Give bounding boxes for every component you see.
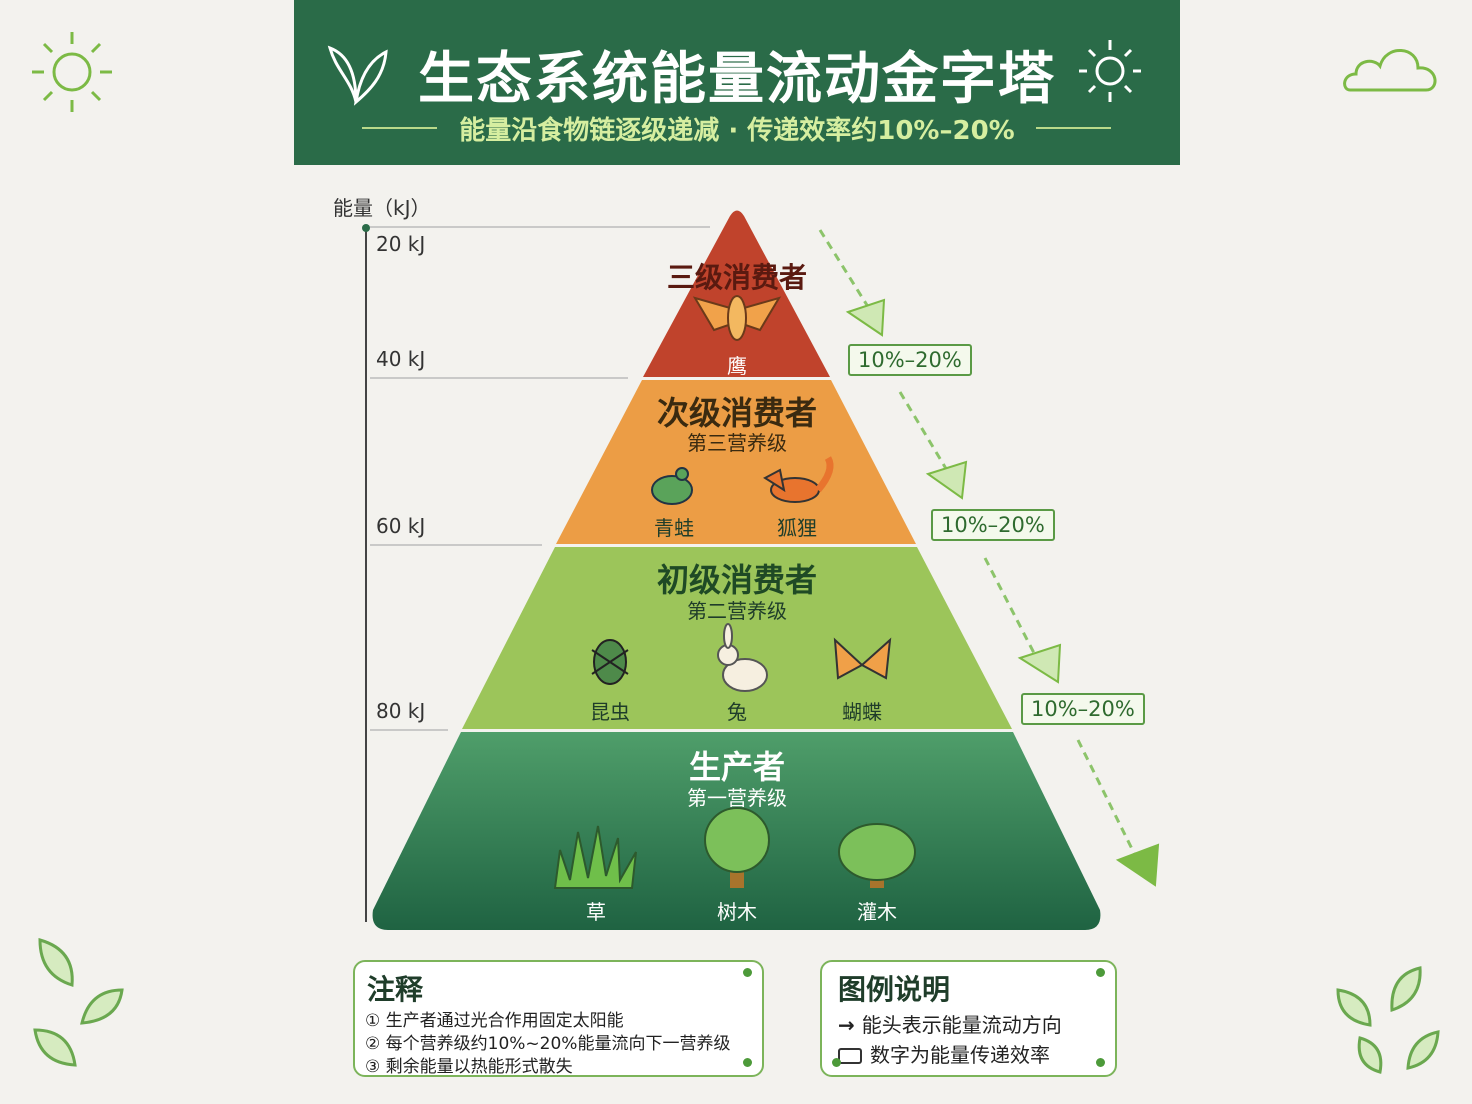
tier-subtitle: 第一营养级 xyxy=(687,786,787,810)
note-item: ③ 剩余能量以热能形式散失 xyxy=(365,1057,573,1077)
notes-title: 注释 xyxy=(367,973,424,1006)
decor-dot xyxy=(1096,968,1105,977)
y-tick: 20 kJ xyxy=(376,232,426,256)
tier-title: 三级消费者 xyxy=(666,261,807,294)
organism-label: 青蛙 xyxy=(654,516,694,540)
beetle-icon xyxy=(591,639,629,685)
fox-icon xyxy=(763,456,834,503)
leaves-decoration-icon xyxy=(33,938,124,1067)
arrow-head-icon xyxy=(1017,643,1062,684)
efficiency-badge: 10%–20% xyxy=(1021,693,1145,725)
decor-dot xyxy=(1096,1058,1105,1067)
rabbit-icon xyxy=(717,623,768,692)
page-subtitle: 能量沿食物链逐级递减 · 传递效率约10%–20% xyxy=(459,116,1015,146)
square-icon xyxy=(838,1048,862,1064)
arrow-head-icon xyxy=(925,460,968,500)
eagle-icon xyxy=(692,295,782,341)
cloud-icon xyxy=(1343,49,1437,92)
organism-label: 草 xyxy=(586,900,606,924)
note-item: ① 生产者通过光合作用固定太阳能 xyxy=(365,1011,624,1031)
legend-item: 能头表示能量流动方向 xyxy=(861,1013,1062,1037)
organism-label: 蝴蝶 xyxy=(842,700,882,724)
arrow-shaft xyxy=(1076,739,1137,856)
decor-dot xyxy=(743,968,752,977)
sun-icon xyxy=(1079,40,1141,102)
divider xyxy=(1036,127,1111,129)
organism-label: 狐狸 xyxy=(777,516,817,540)
decor-dot xyxy=(743,1058,752,1067)
butterfly-icon xyxy=(833,637,892,680)
organism-label: 灌木 xyxy=(857,900,897,924)
efficiency-badge: 10%–20% xyxy=(848,344,972,376)
organism-label: 兔 xyxy=(727,700,747,724)
legend-box: 图例说明 → 能头表示能量流动方向 数字为能量传递效率 xyxy=(820,960,1117,1077)
leaves-decoration-icon xyxy=(1336,966,1440,1074)
grass-icon xyxy=(553,825,637,889)
decor-dot xyxy=(832,1058,841,1067)
organism-label: 树木 xyxy=(717,900,757,924)
divider xyxy=(362,127,437,129)
efficiency-badge: 10%–20% xyxy=(931,509,1055,541)
header-banner: 生态系统能量流动金字塔 能量沿食物链逐级递减 · 传递效率约10%–20% xyxy=(294,0,1180,165)
y-tick: 60 kJ xyxy=(376,514,426,538)
frog-icon xyxy=(651,467,693,505)
tier-subtitle: 第三营养级 xyxy=(687,431,787,455)
tier-title: 生产者 xyxy=(688,748,785,786)
organism-label: 鹰 xyxy=(727,354,747,378)
y-axis-label: 能量（kJ） xyxy=(333,196,431,220)
arrow-head-icon xyxy=(845,298,886,337)
legend-title: 图例说明 xyxy=(838,973,951,1006)
tree-icon xyxy=(704,807,770,888)
notes-box: 注释 ① 生产者通过光合作用固定太阳能 ② 每个营养级约10%~20%能量流向下… xyxy=(353,960,764,1077)
legend-item: 数字为能量传递效率 xyxy=(870,1043,1050,1067)
y-tick: 40 kJ xyxy=(376,347,426,371)
tier-subtitle: 第二营养级 xyxy=(687,599,787,623)
organism-label: 昆虫 xyxy=(590,700,630,724)
arrow-shaft xyxy=(898,391,950,473)
arrow-shaft xyxy=(983,557,1037,656)
page-title: 生态系统能量流动金字塔 xyxy=(418,47,1056,112)
tier-title: 初级消费者 xyxy=(656,561,817,599)
leaf-icon xyxy=(327,45,388,106)
tier-title: 次级消费者 xyxy=(656,394,817,432)
sun-decoration-icon xyxy=(32,32,112,112)
y-tick: 80 kJ xyxy=(376,699,426,723)
note-item: ② 每个营养级约10%~20%能量流向下一营养级 xyxy=(365,1034,731,1054)
arrow-right-icon: → xyxy=(838,1013,862,1037)
y-axis-dot xyxy=(362,224,370,232)
shrub-icon xyxy=(838,823,916,888)
arrow-head-icon xyxy=(1115,843,1160,887)
